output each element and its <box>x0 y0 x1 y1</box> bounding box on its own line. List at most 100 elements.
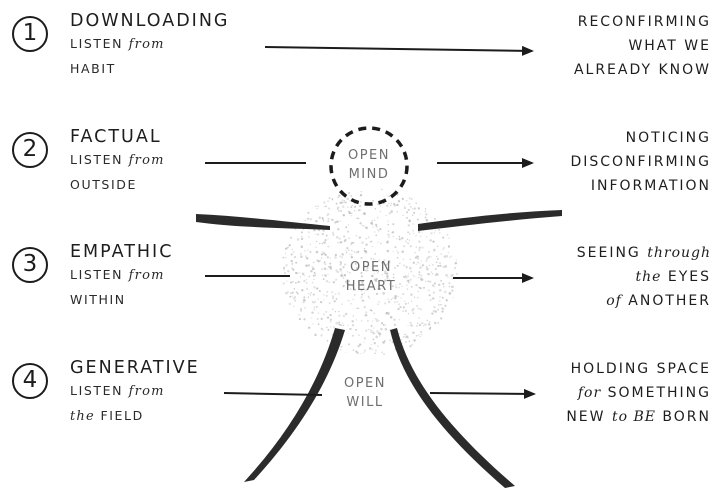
level-4-outcome: HOLDING SPACE for SOMETHING NEW to BE BO… <box>511 357 711 429</box>
halo-speckle <box>368 236 370 238</box>
level-3-outcome-line-1: SEEING through <box>511 241 711 265</box>
halo-speckle <box>442 236 444 238</box>
halo-speckle <box>372 227 373 228</box>
level-4-born: BORN <box>662 409 711 425</box>
halo-speckle <box>322 233 324 235</box>
level-4: 4 GENERATIVE LISTEN from the FIELD HOLDI… <box>0 357 715 457</box>
halo-speckle <box>374 231 375 232</box>
halo-speckle <box>356 235 358 237</box>
halo-speckle <box>411 344 413 346</box>
halo-speckle <box>356 352 358 354</box>
level-4-source-the: the <box>70 409 95 424</box>
halo-speckle <box>399 238 401 240</box>
level-4-new: NEW <box>566 409 605 425</box>
level-4-source: the FIELD <box>70 404 270 429</box>
halo-speckle <box>377 345 378 346</box>
halo-speckle <box>422 232 423 233</box>
level-4-for: for <box>578 385 601 401</box>
halo-speckle <box>365 227 368 230</box>
level-1-from-word: from <box>129 37 165 52</box>
level-4-outcome-line-2: for SOMETHING <box>511 381 711 405</box>
halo-speckle <box>327 238 328 239</box>
halo-speckle <box>363 352 364 353</box>
halo-speckle <box>332 232 334 234</box>
level-3-title: EMPATHIC <box>70 241 270 263</box>
halo-speckle <box>375 349 377 351</box>
level-2-left-text: FACTUAL LISTEN from OUTSIDE <box>70 126 270 197</box>
level-3-from-word: from <box>129 268 165 283</box>
halo-speckle <box>381 352 383 354</box>
halo-speckle <box>388 230 390 232</box>
level-1-outcome-line-2: WHAT WE <box>511 34 711 58</box>
level-4-left-text: GENERATIVE LISTEN from the FIELD <box>70 357 270 429</box>
level-4-listen-line: LISTEN from <box>70 379 270 404</box>
level-1-number-badge: 1 <box>12 16 48 52</box>
level-4-source-field: FIELD <box>100 408 143 423</box>
halo-speckle <box>308 231 310 233</box>
halo-speckle <box>420 235 422 237</box>
level-1-listen-line: LISTEN from <box>70 32 270 57</box>
halo-speckle <box>447 234 449 236</box>
level-3-through: through <box>647 245 711 261</box>
halo-speckle <box>301 231 303 233</box>
halo-speckle <box>377 229 378 230</box>
level-1-listen-word: LISTEN <box>70 36 123 51</box>
halo-speckle <box>318 230 320 232</box>
level-3-the: the <box>635 269 661 285</box>
halo-speckle <box>323 229 325 231</box>
halo-speckle <box>315 233 317 235</box>
halo-speckle <box>340 349 342 351</box>
halo-speckle <box>290 237 292 239</box>
halo-speckle <box>378 230 379 231</box>
halo-speckle <box>371 344 372 345</box>
halo-speckle <box>391 232 393 234</box>
halo-speckle <box>353 349 355 351</box>
halo-speckle <box>413 233 414 234</box>
halo-speckle <box>396 238 397 239</box>
halo-speckle <box>415 235 417 237</box>
level-3-seeing: SEEING <box>577 245 641 261</box>
level-3-outcome: SEEING through the EYES of ANOTHER <box>511 241 711 313</box>
halo-speckle <box>360 353 361 354</box>
level-2-outcome: NOTICING DISCONFIRMING INFORMATION <box>511 126 711 198</box>
level-2: 2 FACTUAL LISTEN from OUTSIDE NOTICING D… <box>0 126 715 226</box>
halo-speckle <box>317 233 319 235</box>
halo-speckle <box>301 236 302 237</box>
level-4-listen-word: LISTEN <box>70 383 123 398</box>
halo-speckle <box>366 238 367 239</box>
halo-speckle <box>405 341 407 343</box>
level-3-listen-line: LISTEN from <box>70 263 270 288</box>
halo-speckle <box>308 236 310 238</box>
level-2-number-badge: 2 <box>12 132 48 168</box>
level-3-outcome-line-2: the EYES <box>511 265 711 289</box>
halo-speckle <box>435 230 436 231</box>
halo-speckle <box>407 239 408 240</box>
halo-speckle <box>348 238 349 239</box>
level-3-eyes: EYES <box>668 269 711 285</box>
level-2-outcome-line-2: DISCONFIRMING <box>511 150 711 174</box>
halo-speckle <box>383 353 385 355</box>
halo-speckle <box>418 231 420 233</box>
halo-speckle <box>359 236 361 238</box>
halo-speckle <box>393 236 395 238</box>
level-1-title: DOWNLOADING <box>70 10 270 32</box>
halo-speckle <box>364 349 366 351</box>
level-4-from-word: from <box>129 384 165 399</box>
halo-speckle <box>340 346 342 348</box>
level-3-of: of <box>606 293 622 309</box>
level-2-outcome-line-3: INFORMATION <box>511 174 711 198</box>
level-3-outcome-line-3: of ANOTHER <box>511 289 711 313</box>
level-4-number-badge: 4 <box>12 363 48 399</box>
level-1-source: HABIT <box>70 57 270 81</box>
level-2-listen-line: LISTEN from <box>70 148 270 173</box>
halo-speckle <box>347 230 349 232</box>
level-2-from-word: from <box>129 153 165 168</box>
level-4-outcome-line-1: HOLDING SPACE <box>511 357 711 381</box>
level-2-outcome-line-1: NOTICING <box>511 126 711 150</box>
halo-speckle <box>326 235 328 237</box>
halo-speckle <box>409 345 411 347</box>
halo-speckle <box>375 234 377 236</box>
level-1-outcome-line-3: ALREADY KNOW <box>511 58 711 82</box>
halo-speckle <box>387 233 390 236</box>
halo-speckle <box>382 341 385 344</box>
